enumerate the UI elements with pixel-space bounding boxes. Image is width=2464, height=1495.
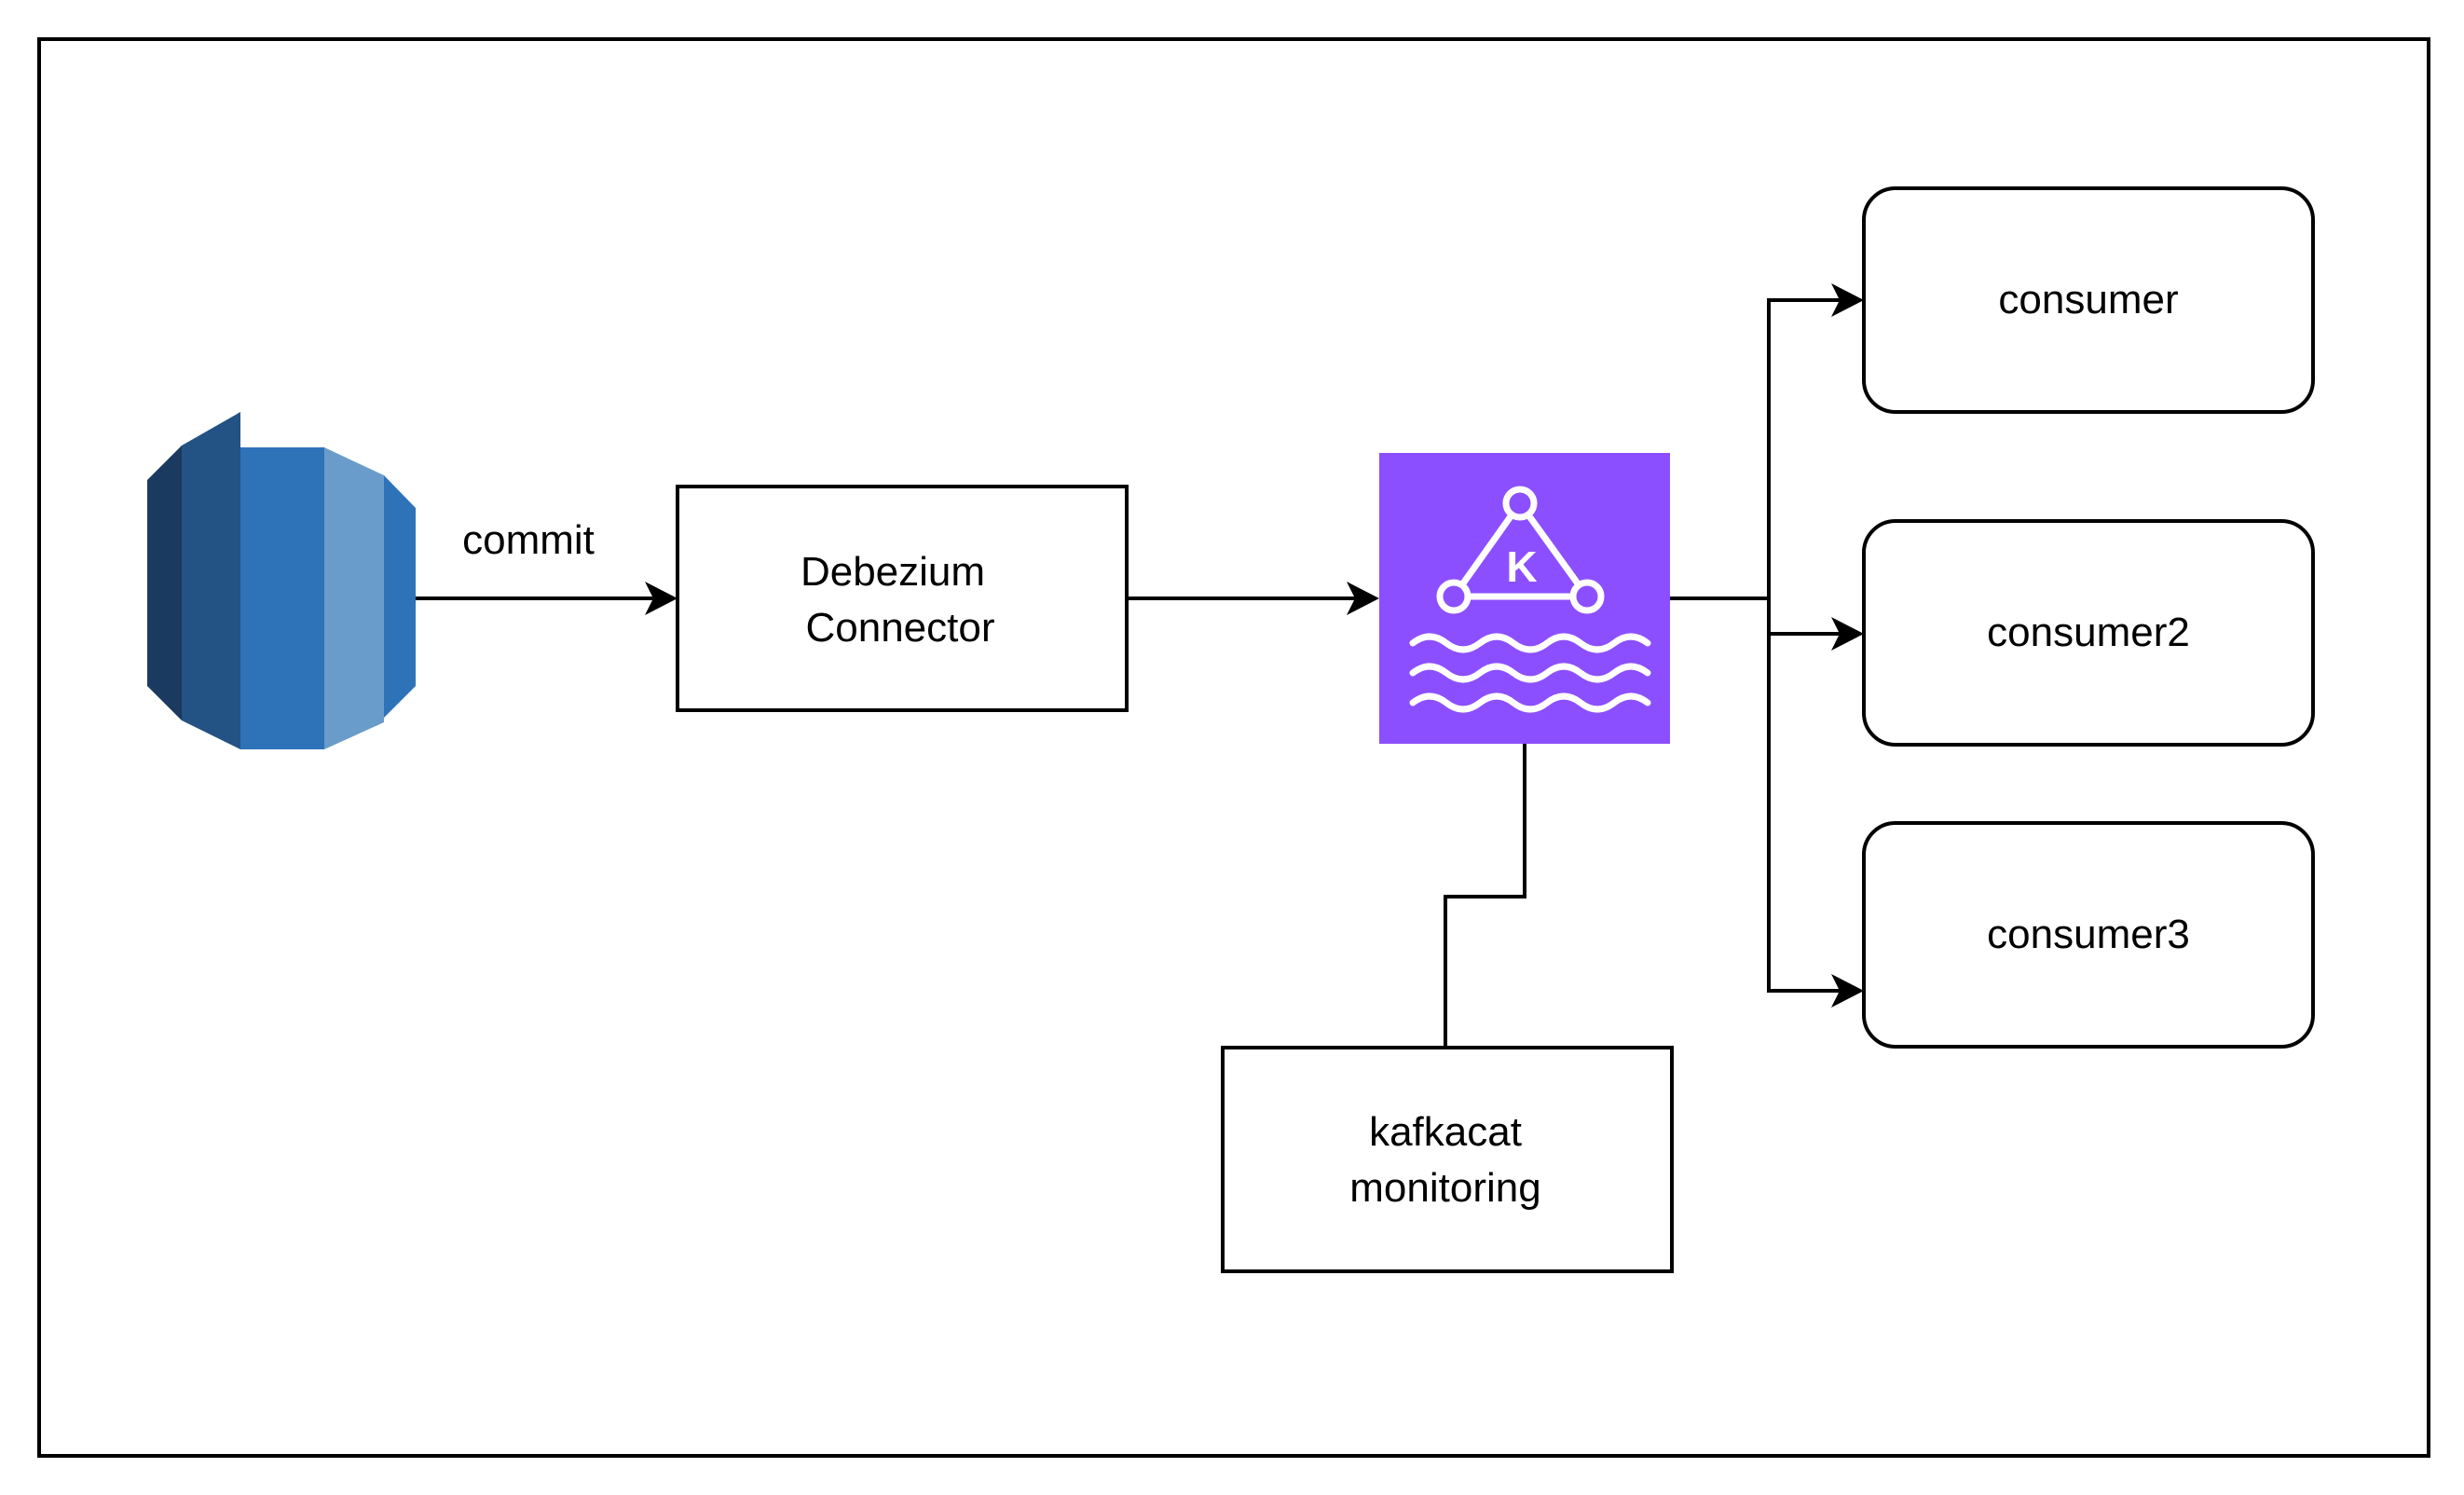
consumer3-box <box>1862 821 2315 1049</box>
commit-label: commit <box>462 517 595 563</box>
database-icon <box>147 412 416 749</box>
consumer-box <box>1862 186 2315 414</box>
kafka-letter: K <box>1506 542 1537 591</box>
kafkacat-monitoring-label-line1: kafkacat <box>1369 1109 1522 1155</box>
arrow-to-consumer <box>1831 283 1864 317</box>
kafka-icon: K <box>1379 453 1670 744</box>
debezium-connector-box <box>676 485 1129 712</box>
consumer2-label: consumer2 <box>1987 610 2190 655</box>
debezium-connector-label-line1: Debezium <box>801 549 985 595</box>
consumer3-label: consumer3 <box>1987 912 2190 957</box>
arrow-to-consumer3 <box>1831 974 1864 1008</box>
consumer2-box <box>1862 519 2315 747</box>
commit-edge <box>416 582 678 615</box>
debezium-connector-label-line2: Connector <box>805 605 994 651</box>
arrow-to-consumer2 <box>1831 617 1864 651</box>
consumer-label: consumer <box>1998 277 2178 322</box>
kafkacat-monitoring-label-line2: monitoring <box>1349 1165 1540 1211</box>
connector-to-kafka-edge <box>1127 582 1379 615</box>
kafkacat-monitoring-box <box>1221 1046 1674 1273</box>
kafka-to-consumers-edges <box>1670 298 1851 993</box>
